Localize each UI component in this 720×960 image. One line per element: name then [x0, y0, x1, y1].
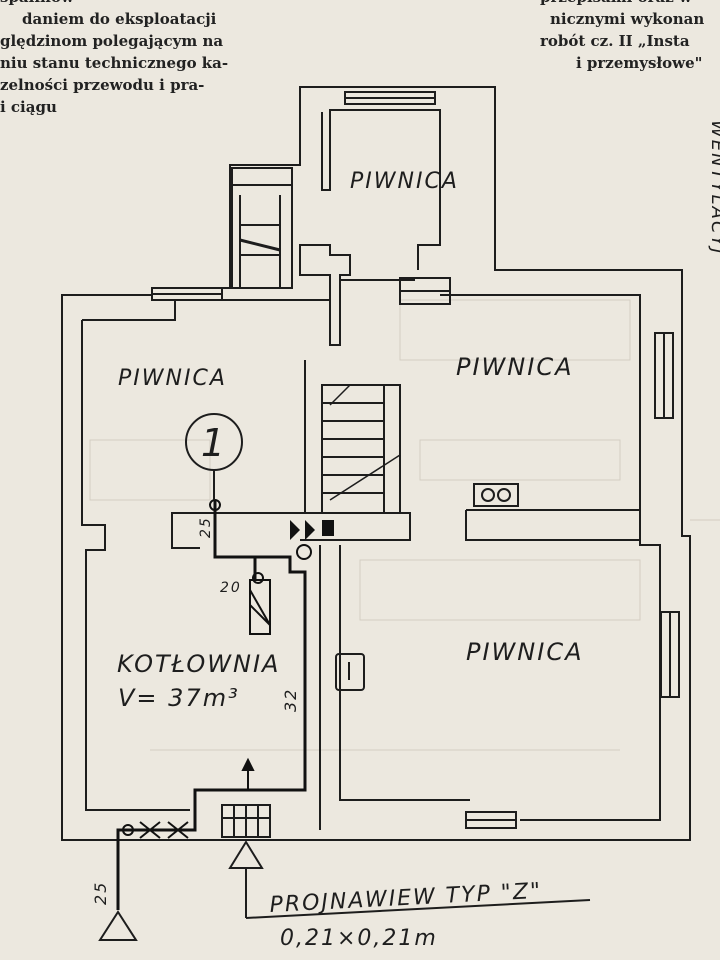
text-line: nicznymi wykonan: [550, 10, 705, 28]
cabinet: [335, 653, 365, 691]
ventilator-label: PROJNAWIEW TYP "Z": [269, 879, 543, 918]
ventilator-size: 0,21×0,21m: [280, 926, 438, 951]
text-line: daniem do eksploatacji: [22, 10, 217, 28]
marker-1: 1: [185, 413, 243, 500]
gas-pipe: [116, 500, 307, 910]
page-text-left: spalinow daniem do eksploatacji ględzino…: [0, 0, 228, 118]
marker-number: 1: [201, 421, 227, 465]
pipe-label-32: 32: [281, 688, 300, 712]
text-line: przepisami oraz w: [540, 0, 720, 8]
pipe-label-20: 20: [220, 580, 242, 596]
text-line: robót cz. II „Insta: [540, 32, 690, 50]
vent-grille: [221, 804, 271, 838]
room-label-northeast: PIWNICA: [456, 353, 574, 381]
room-label-north: PIWNICA: [350, 169, 459, 194]
outer-walls: [61, 86, 691, 841]
boiler-volume: V= 37m³: [118, 684, 240, 712]
interior-walls: [171, 360, 640, 549]
boiler: [249, 579, 271, 635]
inlet-markers: [98, 840, 591, 941]
text-line: spalinow: [0, 0, 228, 8]
fixtures: [335, 483, 519, 691]
flow-arrows: [241, 757, 255, 790]
pipe-label-25-upper: 25: [198, 516, 214, 538]
room-label-southeast: PIWNICA: [466, 638, 584, 666]
page-text-right: przepisami oraz w nicznymi wykonan robót…: [540, 0, 720, 74]
side-text: WENTYLACYJ: [707, 120, 720, 256]
windows: [151, 91, 680, 829]
interior-stairs: [321, 384, 401, 514]
entrance-steps: [231, 167, 351, 346]
bleed-through: [89, 299, 720, 751]
text-line: i przemysłowe": [576, 54, 703, 72]
text-line: zelności przewodu i pra-: [0, 76, 205, 94]
room-label-northwest: PIWNICA: [118, 366, 227, 391]
text-line: ględzinom polegającym na: [0, 32, 224, 50]
pipe-label-25-lower: 25: [91, 881, 110, 905]
stove: [473, 483, 519, 507]
black-triangles: [290, 520, 334, 540]
text-line: i ciągu: [0, 98, 57, 116]
room-label-boiler: KOTŁOWNIA: [117, 650, 280, 678]
text-line: niu stanu technicznego ka-: [0, 54, 229, 72]
